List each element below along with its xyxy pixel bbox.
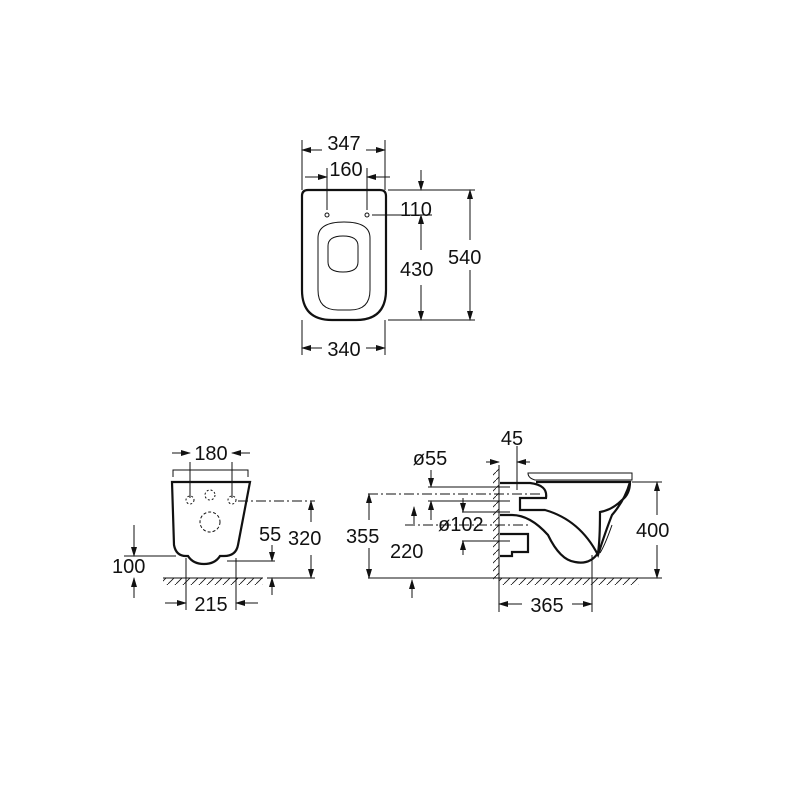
dim-fixing-height: 320: [288, 528, 321, 550]
dim-wall-gap: 45: [501, 428, 523, 450]
side-bowl: [500, 480, 632, 564]
side-view: 45 ø55 355 220 ø102 400 365: [346, 428, 669, 617]
dim-fixing-width: 180: [194, 443, 227, 465]
dim-bowl-width: 340: [327, 339, 360, 361]
top-view: 347 160 110 430 540 340: [300, 133, 481, 361]
front-view: 180 55 320 100 215: [112, 443, 321, 616]
seat-hole: [327, 235, 359, 273]
floor-hatch: [499, 578, 639, 585]
dim-projection: 365: [530, 595, 563, 617]
seat-opening: [317, 221, 371, 311]
dim-bowl-base-height: 100: [112, 556, 145, 578]
dim-inlet-diameter: ø55: [413, 448, 447, 470]
dim-overall-width: 347: [327, 133, 360, 155]
dim-overall-length: 540: [448, 247, 481, 269]
dim-fixing-spacing: 160: [329, 159, 362, 181]
seat-lid: [527, 472, 633, 481]
dim-outlet-height-side: 220: [390, 541, 423, 563]
dim-inlet-height: 355: [346, 526, 379, 548]
dim-fixing-offset: 110: [400, 199, 432, 221]
dim-base-width: 215: [194, 594, 227, 616]
fixing-hole-left: [324, 212, 330, 218]
dim-outlet-diameter: ø102: [438, 514, 484, 536]
dim-seat-length: 430: [400, 259, 433, 281]
dim-total-height: 400: [636, 520, 669, 542]
dim-outlet-height: 55: [259, 524, 281, 546]
fixing-hole-right: [364, 212, 370, 218]
front-body: [170, 480, 252, 566]
wall-hatch: [493, 468, 499, 580]
bowl-outline: [300, 188, 388, 322]
